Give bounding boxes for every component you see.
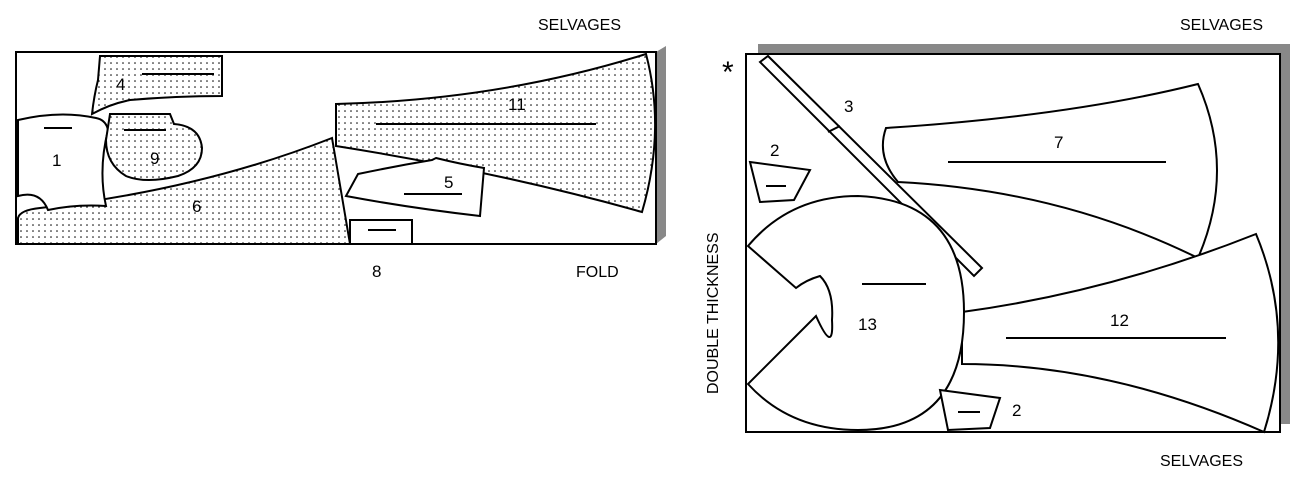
right-layout: SELVAGES SELVAGES DOUBLE THICKNESS * 2 2… xyxy=(705,17,1290,470)
right-piece-2b xyxy=(938,388,1002,432)
right-piece-label-7: 7 xyxy=(1054,133,1063,152)
left-piece-label-5: 5 xyxy=(444,173,453,192)
left-fold-label: FOLD xyxy=(576,264,619,281)
left-piece-6 xyxy=(17,136,352,245)
asterisk-marker: * xyxy=(722,56,734,89)
right-piece-7 xyxy=(882,82,1218,260)
left-piece-8 xyxy=(349,219,413,245)
right-selvages-bottom-label: SELVAGES xyxy=(1160,453,1243,470)
left-piece-4 xyxy=(90,55,223,116)
right-grainline-3 xyxy=(827,125,841,133)
left-piece-label-6: 6 xyxy=(192,197,201,216)
left-piece-label-11: 11 xyxy=(508,95,526,114)
left-layout: SELVAGES FOLD 1 4 5 6 8 9 11 xyxy=(15,17,666,281)
right-piece-label-13: 13 xyxy=(858,315,877,334)
right-double-thickness-label: DOUBLE THICKNESS xyxy=(705,232,722,394)
left-selvages-label: SELVAGES xyxy=(538,17,621,34)
left-piece-label-4: 4 xyxy=(116,75,125,94)
left-fold-shadow xyxy=(656,46,666,244)
right-selvages-top-label: SELVAGES xyxy=(1180,17,1263,34)
right-piece-label-2b: 2 xyxy=(1012,401,1021,420)
right-piece-13 xyxy=(746,194,966,432)
left-piece-label-9: 9 xyxy=(150,149,159,168)
right-piece-label-3: 3 xyxy=(844,97,853,116)
right-piece-label-12: 12 xyxy=(1110,311,1129,330)
left-piece-label-1: 1 xyxy=(52,151,61,170)
right-piece-label-2a: 2 xyxy=(770,141,779,160)
right-piece-2a xyxy=(748,160,812,204)
left-piece-5 xyxy=(344,156,486,218)
right-piece-12 xyxy=(961,232,1280,434)
left-piece-label-8: 8 xyxy=(372,262,381,281)
left-piece-1 xyxy=(17,113,110,212)
